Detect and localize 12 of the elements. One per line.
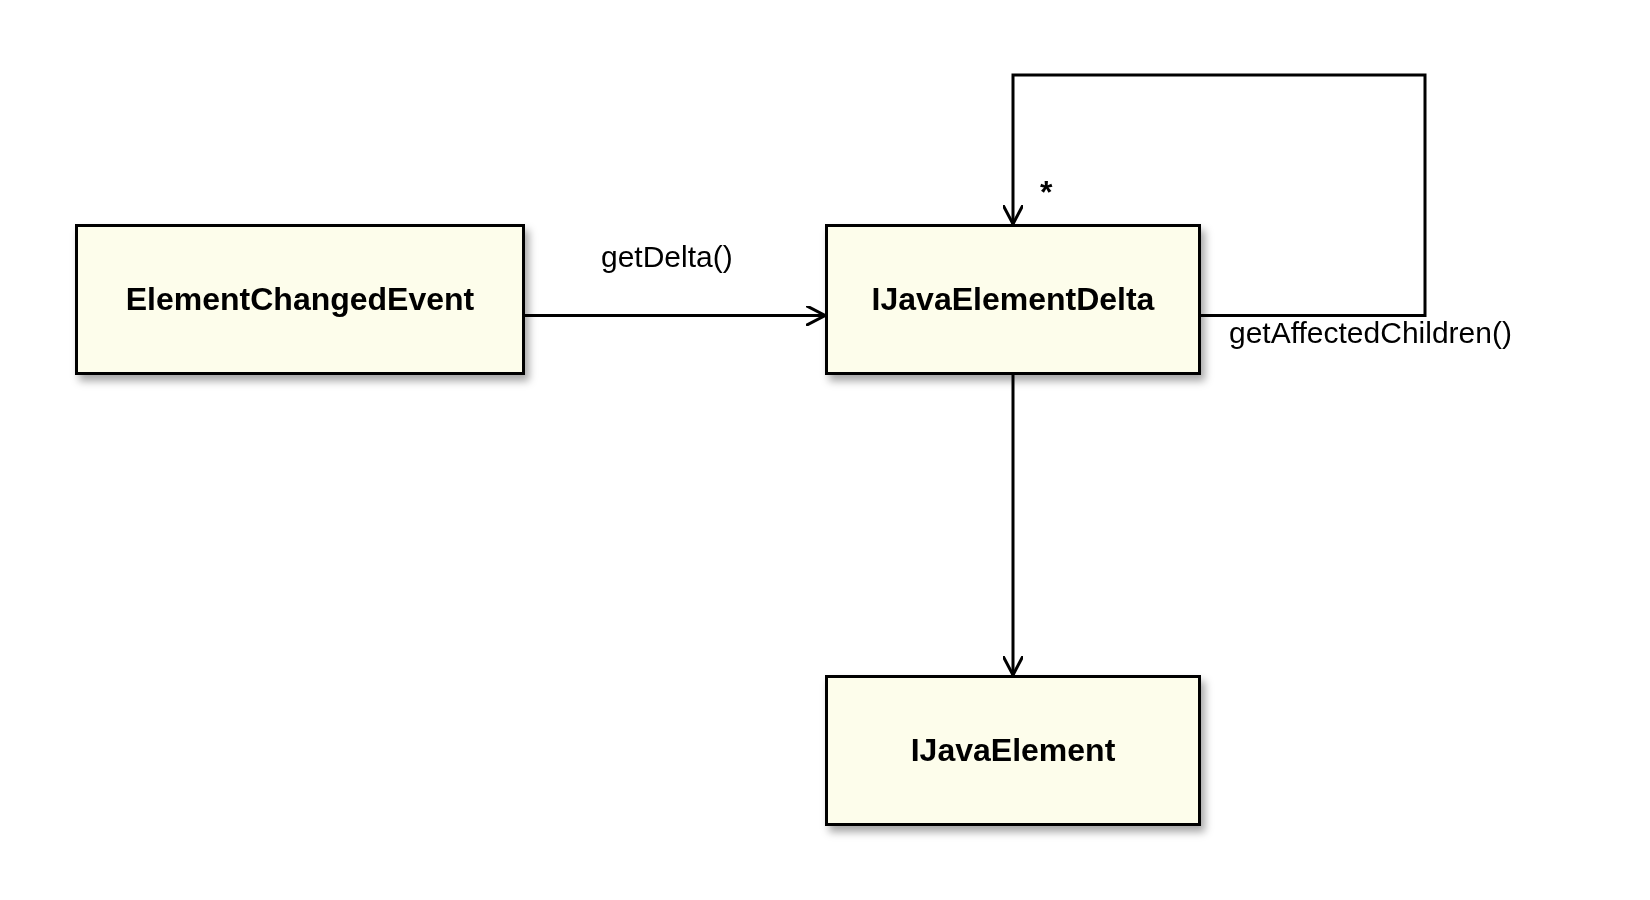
class-name: ElementChangedEvent	[125, 281, 475, 318]
class-name: IJavaElement	[910, 732, 1116, 769]
edge-label: getDelta()	[601, 242, 733, 272]
arrow	[525, 304, 827, 327]
arrow	[1001, 375, 1025, 677]
class-box	[75, 224, 525, 375]
multiplicity-label: *	[1040, 176, 1053, 208]
class-box	[825, 224, 1201, 375]
class-name: IJavaElementDelta	[871, 281, 1155, 318]
edge-label: getAffectedChildren()	[1229, 318, 1512, 348]
arrow	[1001, 73, 1427, 317]
class-box	[825, 675, 1201, 826]
